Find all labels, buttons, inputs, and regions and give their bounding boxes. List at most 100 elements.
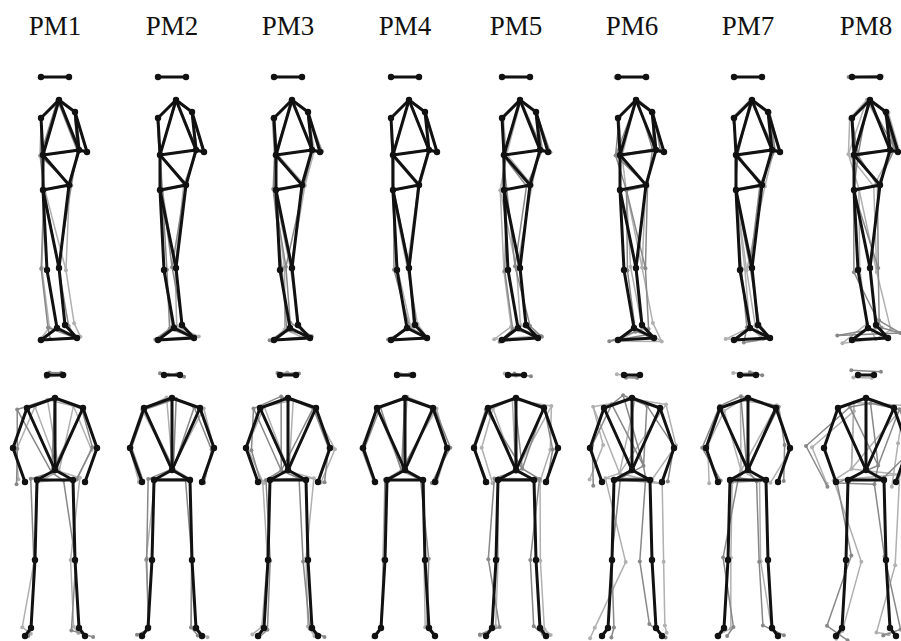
joint-marker bbox=[317, 149, 323, 155]
joint-marker bbox=[82, 479, 88, 485]
bone-segment bbox=[393, 100, 409, 155]
bone-segment bbox=[854, 190, 870, 268]
bone-segment bbox=[57, 328, 77, 338]
bone-segment bbox=[488, 408, 516, 470]
bone-segment bbox=[159, 150, 197, 155]
bone-segment bbox=[148, 560, 152, 628]
joint-marker bbox=[250, 632, 254, 636]
joint-marker bbox=[307, 335, 313, 341]
bone-segment bbox=[834, 480, 862, 561]
joint-marker bbox=[390, 152, 396, 158]
bone-segment bbox=[361, 408, 376, 449]
bone-segment bbox=[504, 155, 530, 185]
joint-marker bbox=[271, 115, 277, 121]
joint-marker bbox=[887, 147, 893, 153]
joint-marker bbox=[489, 625, 495, 631]
joint-marker bbox=[724, 337, 728, 341]
bone-segment bbox=[154, 479, 190, 482]
bone-segment bbox=[381, 560, 385, 628]
joint-marker bbox=[72, 321, 76, 325]
bone-segment bbox=[515, 398, 518, 470]
bone-segment bbox=[837, 333, 900, 335]
joint-marker bbox=[835, 405, 841, 411]
bone-segment bbox=[41, 118, 43, 155]
bone-segment bbox=[176, 185, 186, 268]
joint-marker bbox=[593, 626, 597, 630]
bone-segment bbox=[824, 408, 838, 448]
bone-segment bbox=[885, 557, 901, 630]
joint-marker bbox=[703, 445, 709, 451]
bone-segment bbox=[604, 408, 632, 470]
bone-segment bbox=[720, 398, 748, 408]
bone-segment bbox=[175, 100, 197, 149]
joint-marker bbox=[430, 405, 436, 411]
bone-segment bbox=[292, 268, 298, 325]
bone-segment bbox=[646, 149, 656, 186]
bone-segment bbox=[544, 408, 558, 448]
bone-segment bbox=[508, 270, 518, 328]
joint-marker bbox=[444, 445, 450, 451]
bone-segment bbox=[734, 338, 770, 340]
joint-marker bbox=[372, 479, 378, 485]
bone-segment bbox=[42, 149, 80, 155]
bone-segment bbox=[838, 408, 866, 470]
joint-marker bbox=[82, 633, 88, 639]
bone-segment bbox=[488, 398, 516, 408]
joint-marker bbox=[189, 625, 193, 629]
joint-marker bbox=[782, 633, 786, 637]
joint-marker bbox=[533, 109, 539, 115]
joint-marker bbox=[271, 74, 277, 80]
joint-marker bbox=[897, 407, 901, 411]
joint-marker bbox=[171, 325, 177, 331]
joint-marker bbox=[521, 372, 527, 378]
bone-segment bbox=[390, 118, 392, 155]
joint-marker bbox=[587, 445, 593, 451]
bone-segment bbox=[503, 100, 521, 155]
joint-marker bbox=[39, 267, 43, 271]
joint-marker bbox=[72, 557, 78, 563]
joint-marker bbox=[523, 322, 529, 328]
bone-segment bbox=[664, 562, 665, 626]
bone-segment bbox=[280, 270, 290, 328]
joint-marker bbox=[426, 147, 432, 153]
joint-marker bbox=[849, 554, 853, 558]
bone-segment bbox=[608, 560, 612, 628]
bone-segment bbox=[488, 478, 494, 559]
joint-marker bbox=[715, 479, 721, 485]
joint-marker bbox=[277, 267, 283, 273]
bone-segment bbox=[59, 100, 79, 150]
joint-marker bbox=[877, 182, 883, 188]
bone-segment bbox=[618, 118, 620, 155]
bone-segment bbox=[392, 100, 409, 155]
bone-segment bbox=[260, 408, 288, 470]
joint-marker bbox=[201, 149, 207, 155]
joint-marker bbox=[777, 149, 783, 155]
joint-marker bbox=[199, 479, 205, 485]
bone-segment bbox=[762, 150, 772, 185]
joint-marker bbox=[749, 265, 755, 271]
bone-segment bbox=[130, 408, 144, 448]
bone-segment bbox=[390, 76, 418, 78]
bone-segment bbox=[724, 560, 728, 628]
joint-marker bbox=[846, 638, 850, 641]
bone-segment bbox=[516, 408, 544, 470]
bone-segment bbox=[69, 150, 79, 185]
joint-marker bbox=[717, 405, 723, 411]
posture-label: PM2 bbox=[146, 10, 199, 42]
joint-marker bbox=[782, 479, 786, 483]
joint-marker bbox=[538, 477, 542, 481]
bone-segment bbox=[636, 185, 646, 268]
joint-marker bbox=[867, 265, 873, 271]
bone-segment bbox=[173, 399, 176, 469]
joint-marker bbox=[384, 477, 390, 483]
bone-segment bbox=[40, 156, 71, 186]
bone-segment bbox=[502, 118, 504, 155]
bone-segment bbox=[59, 185, 69, 268]
joint-marker bbox=[661, 149, 667, 155]
bone-segment bbox=[616, 99, 638, 155]
joint-marker bbox=[871, 372, 877, 378]
bone-segment bbox=[409, 100, 428, 150]
bone-segment bbox=[160, 155, 186, 185]
joint-marker bbox=[80, 405, 86, 411]
